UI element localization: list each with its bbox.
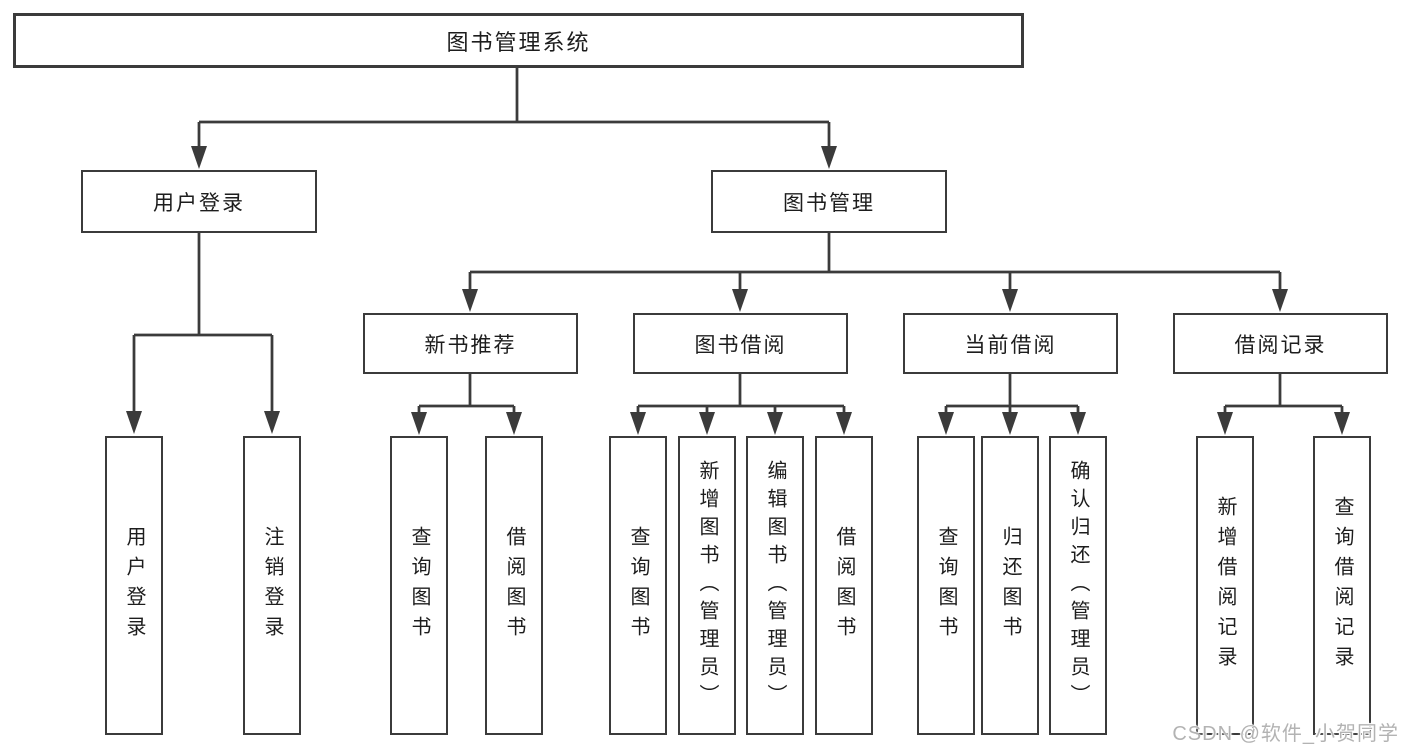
leaf-label: 归还图书 [999,525,1021,646]
arrowhead [1002,412,1018,435]
node-book-management-system: 图书管理系统 [13,13,1024,68]
arrowhead [836,412,852,435]
arrowhead [732,289,748,312]
leaf-label: 查询借阅记录 [1331,495,1353,676]
leaf-logout: 注销登录 [243,436,301,735]
arrowhead [630,412,646,435]
leaf-label: 查询图书 [935,525,957,646]
arrowhead [462,289,478,312]
node-new-book-recommend: 新书推荐 [363,313,578,374]
connector-records-to-leaves [1223,374,1344,413]
arrowhead [1334,412,1350,435]
leaf-label: 用户登录 [123,525,145,646]
arrowhead [938,412,954,435]
leaf-recommend-borrow-books: 借阅图书 [485,436,543,735]
leaf-label: 查询图书 [408,525,430,646]
leaf-borrowing-borrow-books: 借阅图书 [815,436,873,735]
leaf-label: 借阅图书 [503,525,525,646]
arrowhead [821,146,837,169]
leaf-label: 新增借阅记录 [1214,495,1236,676]
leaf-current-query-books: 查询图书 [917,436,975,735]
node-borrowing-records: 借阅记录 [1173,313,1388,374]
leaf-label: 借阅图书 [833,525,855,646]
arrowhead [191,146,207,169]
arrowhead [699,412,715,435]
leaf-label: 查询图书 [627,525,649,646]
arrowhead [1002,289,1018,312]
arrowhead [506,412,522,435]
node-book-management-group: 图书管理 [711,170,947,233]
connector-current-to-leaves [944,374,1080,413]
csdn-watermark: CSDN @软件_小贺同学 [1172,723,1399,745]
arrowhead [264,411,280,434]
connector-newbook-to-leaves [417,374,516,413]
connector-userlogin-to-leaves [132,233,274,412]
arrowhead [1070,412,1086,435]
node-current-borrowing: 当前借阅 [903,313,1118,374]
arrowhead [411,412,427,435]
leaf-label: 确认归还（管理员） [1067,459,1089,712]
arrowhead [1272,289,1288,312]
arrowhead [126,411,142,434]
arrowhead [767,412,783,435]
leaf-label: 注销登录 [261,525,283,646]
node-book-borrowing: 图书借阅 [633,313,848,374]
leaf-borrowing-query-books: 查询图书 [609,436,667,735]
leaf-current-return-books: 归还图书 [981,436,1039,735]
leaf-borrowing-add-books-admin: 新增图书（管理员） [678,436,736,735]
leaf-borrowing-edit-books-admin: 编辑图书（管理员） [746,436,804,735]
leaf-recommend-query-books: 查询图书 [390,436,448,735]
leaf-current-confirm-return-admin: 确认归还（管理员） [1049,436,1107,735]
leaf-label: 新增图书（管理员） [696,459,718,712]
arrowhead [1217,412,1233,435]
connector-bookmgmt-to-groups [468,233,1282,290]
leaf-records-add-record: 新增借阅记录 [1196,436,1254,735]
connector-root-to-level2 [197,68,831,148]
leaf-user-login: 用户登录 [105,436,163,735]
node-user-login-group: 用户登录 [81,170,317,233]
connector-borrowing-to-leaves [636,374,846,413]
leaf-records-query-record: 查询借阅记录 [1313,436,1371,735]
leaf-label: 编辑图书（管理员） [764,459,786,712]
